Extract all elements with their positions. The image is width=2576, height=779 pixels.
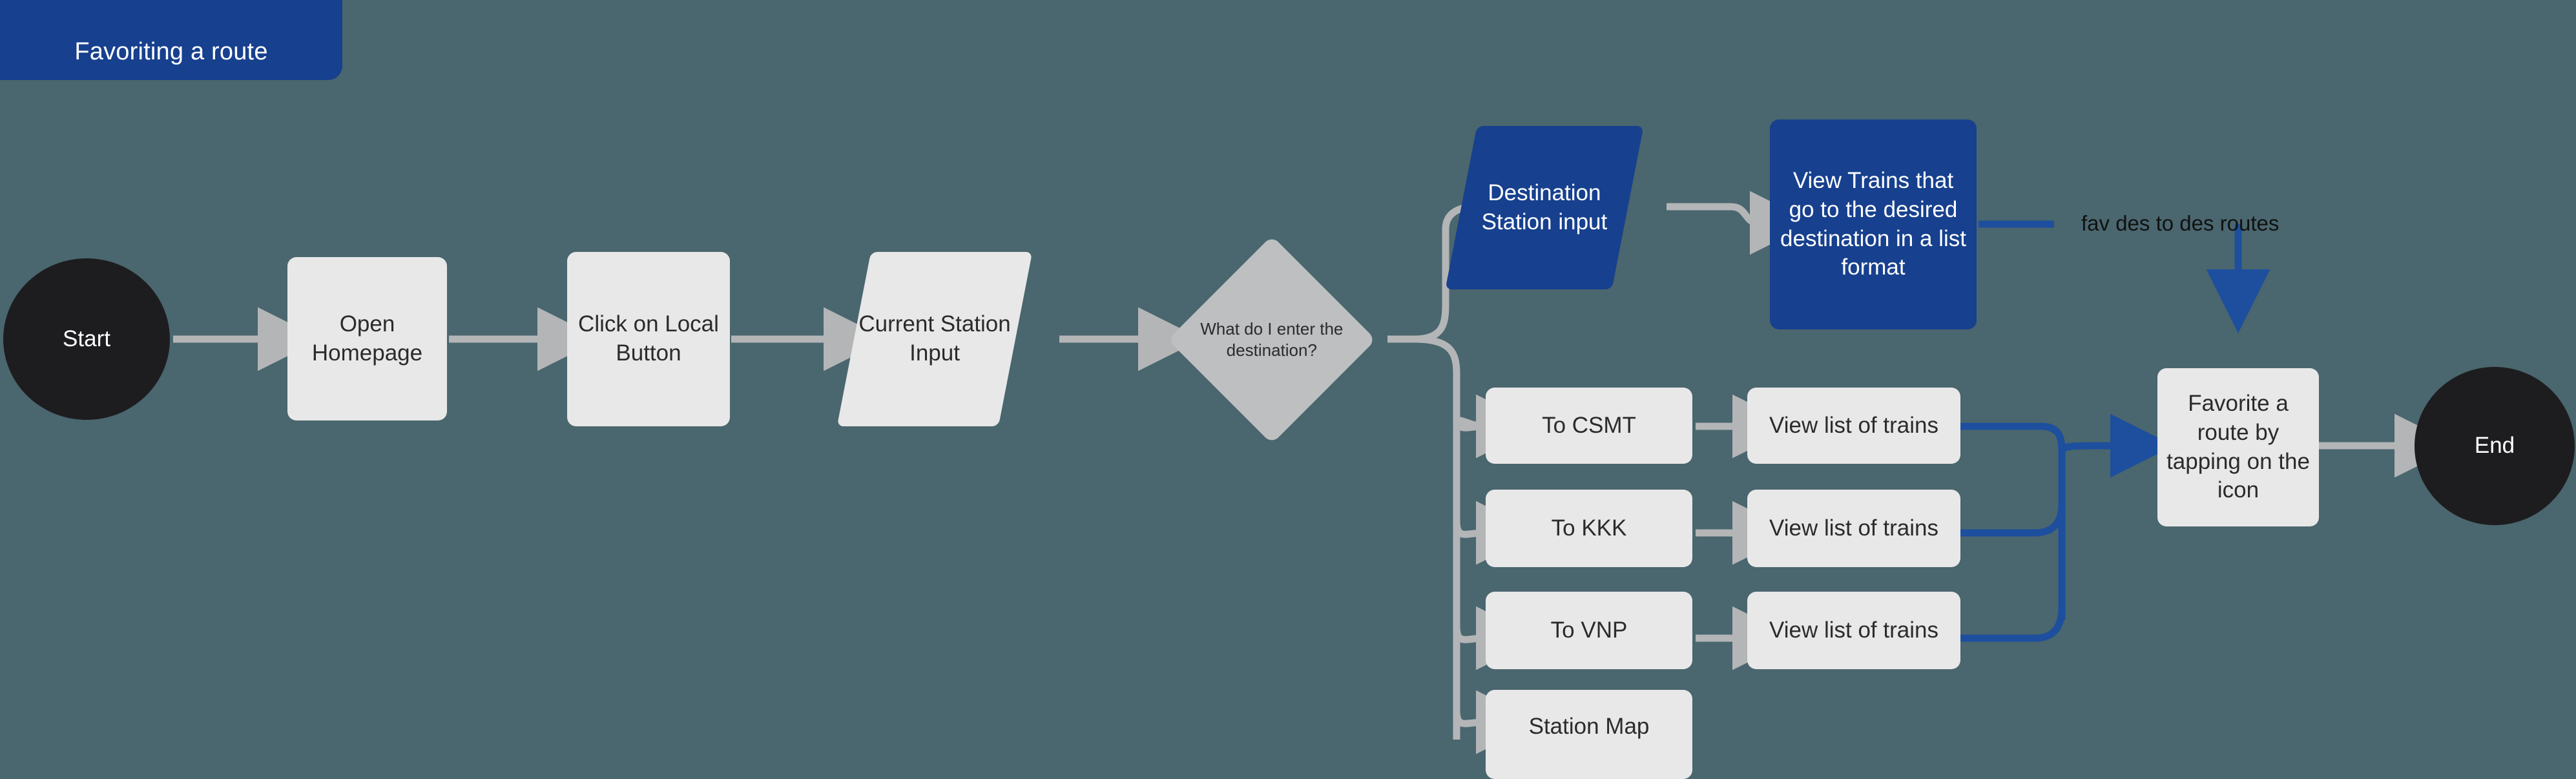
node-station-map[interactable]: Station Map: [1486, 690, 1692, 779]
page-title-bar: Favoriting a route: [0, 0, 342, 80]
node-open-homepage-label: Open Homepage: [311, 311, 423, 366]
node-to-csmt[interactable]: To CSMT: [1486, 388, 1692, 464]
node-view-trains-list-format-label: View Trains that go to the desired desti…: [1780, 167, 1966, 280]
edge-trunk-to-vnp: [1453, 606, 1540, 670]
edge-label-fav-des-to-des: fav des to des routes: [2081, 211, 2280, 235]
node-view-list-csmt-label: View list of trains: [1769, 412, 1938, 438]
edge-decision-to-destination-input: [1414, 174, 1532, 343]
edge-destination-input-to-view-trains: [1667, 191, 1814, 255]
node-favorite-route-label: Favorite a route by tapping on the icon: [2166, 390, 2310, 503]
node-to-vnp-label: To VNP: [1550, 617, 1628, 643]
node-view-list-vnp-label: View list of trains: [1769, 617, 1938, 643]
node-start[interactable]: Start: [3, 258, 170, 420]
edge-decision-trunk-down: [1414, 335, 1460, 740]
node-favorite-route[interactable]: Favorite a route by tapping on the icon: [2157, 368, 2319, 526]
node-view-list-vnp[interactable]: View list of trains: [1747, 592, 1960, 669]
node-click-local-button-label: Click on Local Button: [578, 311, 719, 366]
node-decision-destination-label: What do I enter the destination?: [1200, 318, 1344, 360]
node-click-local-button[interactable]: Click on Local Button: [567, 252, 730, 426]
edge-view-list-csmt-to-favorite: [1960, 422, 2066, 453]
node-end[interactable]: End: [2415, 367, 2575, 525]
edge-converge-to-favorite: [2058, 413, 2174, 478]
node-current-station-input-label: Current Station Input: [858, 311, 1011, 366]
node-destination-station-input[interactable]: Destination Station input: [1445, 126, 1644, 289]
node-destination-station-input-label: Destination Station input: [1481, 180, 1608, 234]
edge-view-list-kkk-to-favorite: [1960, 503, 2066, 537]
node-view-list-kkk-label: View list of trains: [1769, 515, 1938, 541]
node-open-homepage[interactable]: Open Homepage: [287, 257, 447, 421]
edge-trunk-to-csmt: [1453, 394, 1540, 459]
node-end-label: End: [2474, 433, 2515, 459]
node-to-vnp[interactable]: To VNP: [1486, 592, 1692, 669]
edge-view-list-vnp-to-favorite: [1960, 607, 2066, 642]
node-view-trains-list-format[interactable]: View Trains that go to the desired desti…: [1770, 119, 1977, 329]
node-view-list-csmt[interactable]: View list of trains: [1747, 388, 1960, 464]
node-to-kkk[interactable]: To KKK: [1486, 490, 1692, 567]
page-title: Favoriting a route: [74, 38, 268, 65]
edge-trunk-to-kkk: [1453, 501, 1540, 565]
node-to-kkk-label: To KKK: [1551, 515, 1627, 541]
node-view-list-kkk[interactable]: View list of trains: [1747, 490, 1960, 567]
node-station-map-label: Station Map: [1528, 713, 1650, 739]
node-start-label: Start: [63, 326, 110, 351]
node-current-station-input[interactable]: Current Station Input: [836, 252, 1033, 426]
node-to-csmt-label: To CSMT: [1542, 412, 1636, 438]
edge-trunk-to-station-map: [1453, 690, 1540, 754]
